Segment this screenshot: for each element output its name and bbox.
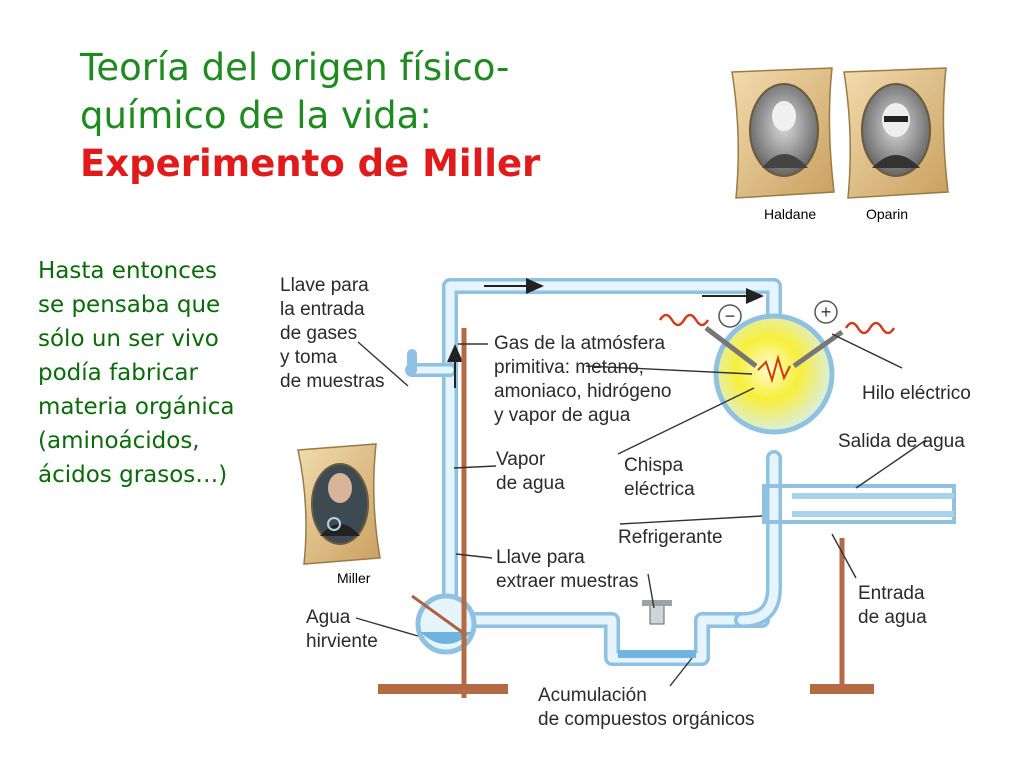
- sampling-stopcock: [642, 600, 672, 625]
- title-line-2: químico de la vida:: [80, 94, 432, 137]
- positive-electrode: [792, 329, 844, 369]
- label-vapor-agua: Vapor de agua: [496, 449, 565, 494]
- spark-chamber: − +: [658, 300, 896, 435]
- wire-coil-right: [844, 321, 896, 335]
- haldane-portrait: [731, 67, 835, 199]
- title-line-1: Teoría del origen físico-: [80, 46, 510, 89]
- positive-sign-icon: [814, 300, 838, 324]
- svg-text:−: −: [725, 306, 736, 326]
- spark-icon: [757, 354, 791, 384]
- label-acumulacion: Acumulación de compuestos orgánicos: [538, 685, 755, 730]
- oparin-caption: Oparin: [866, 206, 909, 222]
- side-text: Hasta entonces se pensaba que sólo un se…: [38, 258, 235, 488]
- label-chispa: Chispa eléctrica: [624, 455, 695, 500]
- haldane-caption: Haldane: [764, 206, 817, 222]
- condenser-jacket: [762, 484, 956, 524]
- label-llave-extraer: Llave para extraer muestras: [496, 547, 639, 592]
- label-llave-entrada: Llave para la entrada de gases y toma de…: [280, 275, 385, 392]
- title-line-3: Experimento de Miller: [80, 142, 541, 185]
- support-stand: [461, 328, 845, 698]
- label-gas-atmosfera: Gas de la atmósfera primitiva: metano, a…: [494, 333, 672, 426]
- label-hilo-electrico: Hilo eléctrico: [862, 383, 971, 404]
- label-entrada-agua: Entrada de agua: [858, 583, 927, 628]
- boiling-flask: [411, 593, 477, 655]
- miller-apparatus-diagram: − +: [355, 278, 956, 698]
- svg-text:+: +: [821, 302, 832, 322]
- label-refrigerante: Refrigerante: [618, 527, 723, 548]
- stand-base: [378, 684, 508, 694]
- negative-electrode: [704, 326, 758, 368]
- stand-base: [810, 684, 874, 694]
- label-agua-hirviente: Agua hirviente: [306, 607, 378, 652]
- miller-caption: Miller: [337, 570, 371, 586]
- wire-coil-left: [658, 313, 710, 327]
- label-leaders: [355, 333, 927, 687]
- label-salida-agua: Salida de agua: [838, 431, 965, 452]
- miller-portrait: [297, 443, 381, 565]
- negative-sign-icon: [718, 304, 742, 328]
- slide-title: Teoría del origen físico- químico de la …: [80, 44, 640, 188]
- oparin-portrait: [843, 67, 949, 199]
- scientist-portraits: [731, 67, 949, 199]
